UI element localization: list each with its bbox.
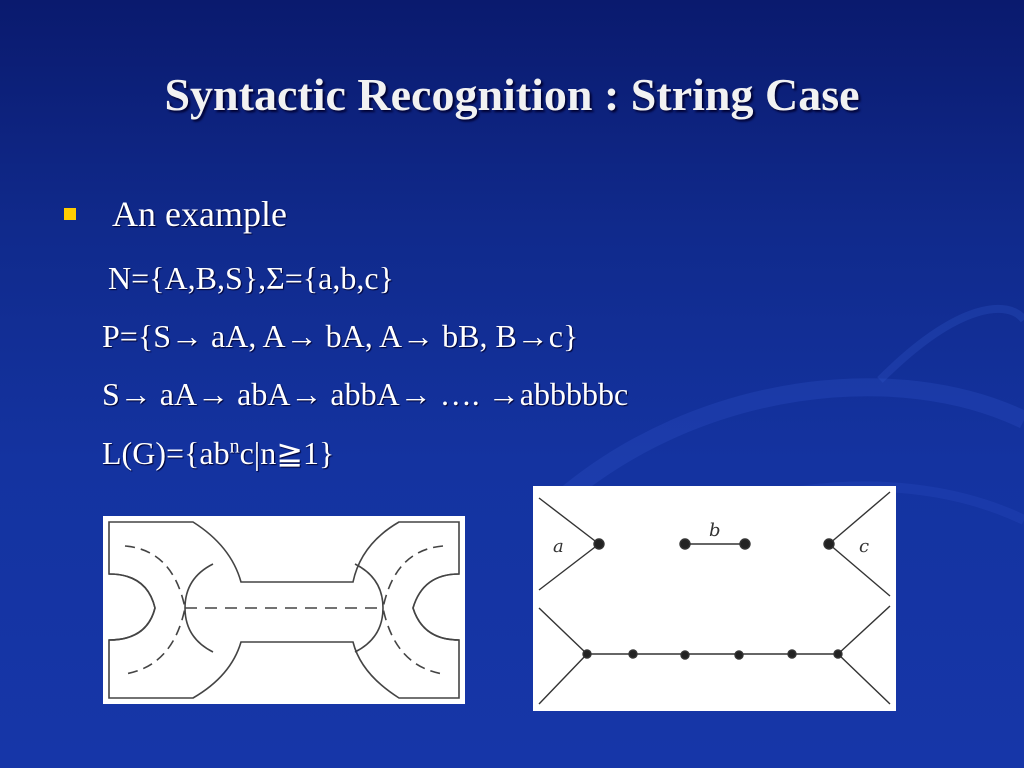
primitive-c-label: c bbox=[859, 536, 869, 557]
language-suffix: c|n≧1} bbox=[239, 435, 335, 471]
bullet-square-icon bbox=[64, 208, 76, 220]
productions-line: P={S→ aA, A→ bA, A→ bB, B→c} bbox=[102, 318, 579, 354]
primitive-b-end-node bbox=[739, 538, 751, 550]
language-exponent: n bbox=[229, 435, 240, 458]
primitive-c-node bbox=[823, 538, 835, 550]
primitive-a-label: a bbox=[553, 536, 564, 557]
language-prefix: L(G)={ab bbox=[102, 435, 230, 471]
primitive-a-node bbox=[593, 538, 605, 550]
primitives-drawing: a b c bbox=[538, 491, 891, 705]
derivation-line: S→ aA→ abA→ abbA→ …. →abbbbbc bbox=[102, 376, 629, 412]
bullet-item: An example bbox=[64, 192, 287, 236]
slide-title: Syntactic Recognition : String Case bbox=[164, 69, 860, 120]
shape-figure bbox=[103, 516, 465, 704]
language-line: L(G)={abnc|n≧1} bbox=[102, 434, 334, 472]
dumbbell-shape-drawing bbox=[108, 521, 460, 699]
primitive-b-label: b bbox=[709, 520, 721, 541]
bullet-text: An example bbox=[112, 194, 287, 234]
primitive-b-start-node bbox=[679, 538, 691, 550]
nonterminals-line: N={A,B,S},Σ={a,b,c} bbox=[108, 260, 394, 296]
primitives-figure: a b c bbox=[533, 486, 896, 711]
